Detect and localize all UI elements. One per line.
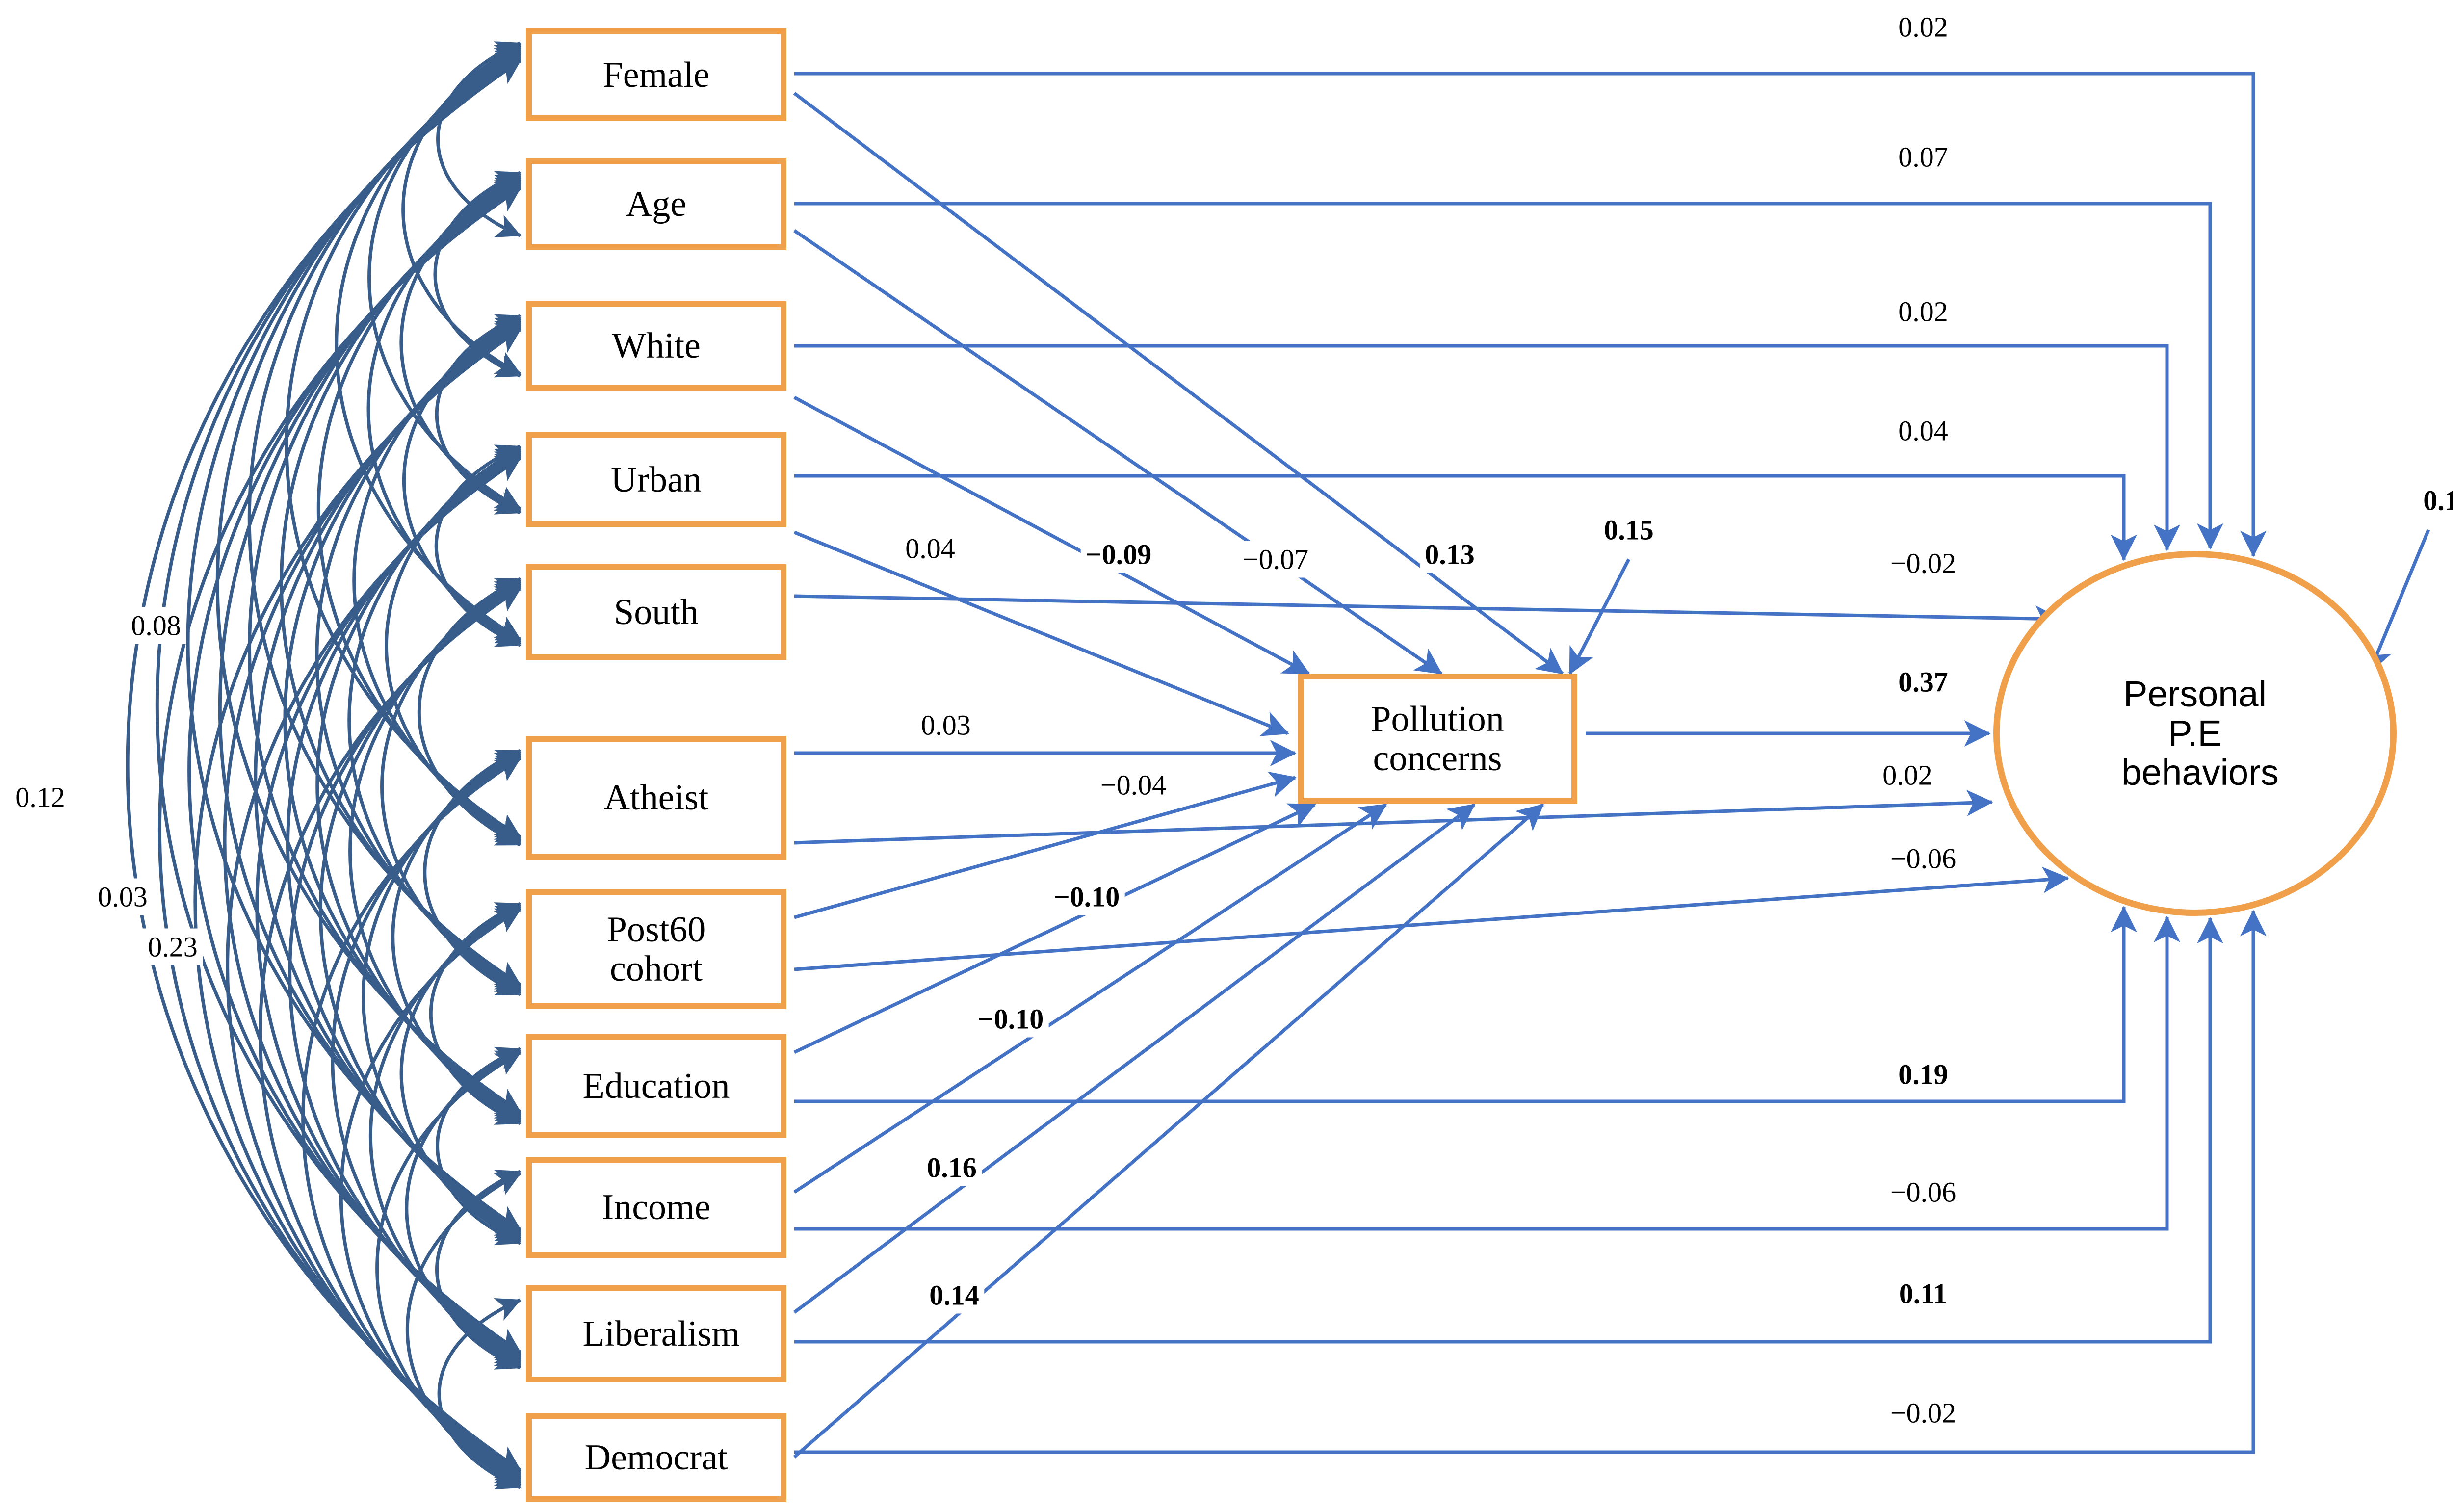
box-label-south: South bbox=[614, 592, 699, 632]
coef-post60-cohort-to-mediator: −0.04 bbox=[1095, 766, 1172, 804]
correlation-income-democrat bbox=[405, 1172, 522, 1487]
coef-pollution-concerns-to-outcome: 0.37 bbox=[1898, 666, 1948, 698]
correlation-female-liberalism bbox=[156, 57, 522, 1354]
box-female: Female bbox=[526, 28, 786, 121]
correlation-atheist-post60-cohort bbox=[423, 749, 522, 996]
coef-urban-to-mediator: 0.04 bbox=[900, 530, 960, 567]
path-income-to-mediator bbox=[793, 803, 1387, 1194]
box-democrat: Democrat bbox=[526, 1413, 786, 1502]
correlation-female-income bbox=[186, 55, 522, 1231]
path-urban-to-outcome bbox=[794, 474, 2137, 561]
correlation-value: 0.08 bbox=[126, 607, 186, 644]
coef-atheist-to-outcome: 0.02 bbox=[1882, 759, 1932, 791]
path-democrat-to-outcome bbox=[794, 910, 2267, 1454]
path-south-to-outcome bbox=[794, 594, 2062, 632]
box-liberalism: Liberalism bbox=[526, 1285, 786, 1382]
path-education-to-outcome bbox=[794, 906, 2137, 1103]
correlation-south-democrat bbox=[259, 587, 522, 1479]
box-label-post60-cohort: Post60 cohort bbox=[606, 909, 706, 989]
correlation-south-atheist bbox=[417, 577, 522, 847]
coef-urban-to-outcome: 0.04 bbox=[1898, 415, 1948, 447]
correlation-urban-south bbox=[434, 444, 522, 647]
path-white-to-mediator bbox=[793, 395, 1310, 676]
residual-mediator-value: 0.15 bbox=[1604, 514, 1654, 546]
box-label-age: Age bbox=[626, 184, 687, 224]
residual-outcome-value: 0.19 bbox=[2423, 484, 2453, 517]
coef-democrat-to-outcome: −0.02 bbox=[1890, 1397, 1957, 1429]
mediator-label: Pollution concerns bbox=[1371, 699, 1504, 779]
coef-white-to-outcome: 0.02 bbox=[1898, 295, 1948, 328]
path-female-to-mediator bbox=[793, 92, 1564, 675]
correlation-atheist-democrat bbox=[301, 757, 522, 1481]
residual-arrow-outcome bbox=[2367, 529, 2430, 674]
correlation-value: 0.03 bbox=[93, 878, 153, 915]
box-income: Income bbox=[526, 1157, 786, 1258]
path-liberalism-to-outcome bbox=[794, 917, 2223, 1344]
correlation-education-liberalism bbox=[405, 1049, 522, 1368]
correlation-education-income bbox=[436, 1047, 522, 1245]
path-liberalism-to-mediator bbox=[793, 803, 1476, 1314]
coef-atheist-to-mediator: 0.03 bbox=[916, 706, 976, 744]
box-label-liberalism: Liberalism bbox=[582, 1314, 740, 1354]
box-education: Education bbox=[526, 1034, 786, 1138]
coef-south-to-outcome: −0.02 bbox=[1890, 547, 1957, 579]
correlation-white-democrat bbox=[193, 328, 522, 1475]
box-age: Age bbox=[526, 158, 786, 250]
path-atheist-to-outcome bbox=[794, 789, 1993, 845]
coef-age-to-outcome: 0.07 bbox=[1898, 141, 1948, 173]
path-income-to-outcome bbox=[794, 915, 2180, 1231]
box-white: White bbox=[526, 301, 786, 391]
box-urban: Urban bbox=[526, 432, 786, 527]
box-label-atheist: Atheist bbox=[603, 778, 709, 818]
coef-age-to-mediator: −0.07 bbox=[1237, 541, 1314, 578]
correlation-post60-cohort-education bbox=[429, 902, 522, 1125]
box-label-female: Female bbox=[602, 54, 710, 95]
box-label-white: White bbox=[612, 326, 701, 366]
residual-arrow-mediator bbox=[1568, 558, 1631, 675]
box-label-income: Income bbox=[601, 1187, 711, 1227]
correlation-income-liberalism bbox=[435, 1170, 522, 1370]
path-age-to-mediator bbox=[793, 229, 1443, 675]
coef-education-to-mediator: −0.10 bbox=[1048, 878, 1125, 915]
box-label-urban: Urban bbox=[611, 459, 702, 500]
coef-democrat-to-mediator: 0.14 bbox=[924, 1277, 984, 1314]
correlation-value: 0.23 bbox=[143, 928, 203, 965]
correlation-age-democrat bbox=[158, 187, 522, 1473]
box-south: South bbox=[526, 564, 786, 660]
coef-female-to-outcome: 0.02 bbox=[1898, 11, 1948, 43]
outcome-ellipse: Personal P.E behaviors bbox=[1993, 551, 2397, 916]
correlation-liberalism-democrat bbox=[437, 1298, 522, 1489]
coef-education-to-outcome: 0.19 bbox=[1898, 1058, 1948, 1091]
coef-white-to-mediator: −0.09 bbox=[1080, 536, 1157, 573]
correlation-value: 0.12 bbox=[10, 779, 70, 816]
coef-liberalism-to-mediator: 0.16 bbox=[922, 1149, 982, 1186]
box-atheist: Atheist bbox=[526, 736, 786, 860]
correlation-white-south bbox=[402, 316, 522, 645]
outcome-label: Personal P.E behaviors bbox=[2121, 674, 2279, 793]
correlation-post60-cohort-democrat bbox=[339, 908, 522, 1484]
coef-liberalism-to-outcome: 0.11 bbox=[1899, 1277, 1948, 1310]
box-label-democrat: Democrat bbox=[584, 1437, 728, 1478]
path-urban-to-mediator bbox=[793, 530, 1289, 736]
correlation-female-white bbox=[401, 43, 522, 376]
path-education-to-mediator bbox=[793, 803, 1316, 1054]
correlation-arrows bbox=[126, 41, 522, 1489]
correlation-white-urban bbox=[435, 314, 522, 515]
path-democrat-to-mediator bbox=[793, 803, 1544, 1459]
path-post60-cohort-to-mediator bbox=[794, 771, 1297, 919]
coef-income-to-mediator: −0.10 bbox=[972, 1000, 1049, 1038]
coef-post60-cohort-to-outcome: −0.06 bbox=[1890, 842, 1957, 875]
coef-income-to-outcome: −0.06 bbox=[1890, 1176, 1957, 1208]
coef-female-to-mediator: 0.13 bbox=[1420, 536, 1480, 573]
regression-paths bbox=[793, 72, 2430, 1459]
path-post60-cohort-to-outcome bbox=[794, 866, 2069, 971]
path-female-to-outcome bbox=[794, 72, 2267, 557]
box-label-education: Education bbox=[582, 1066, 730, 1106]
path-white-to-outcome bbox=[794, 344, 2180, 551]
mediator-box: Pollution concerns bbox=[1298, 674, 1577, 804]
path-age-to-outcome bbox=[794, 202, 2223, 550]
box-post60-cohort: Post60 cohort bbox=[526, 889, 786, 1009]
